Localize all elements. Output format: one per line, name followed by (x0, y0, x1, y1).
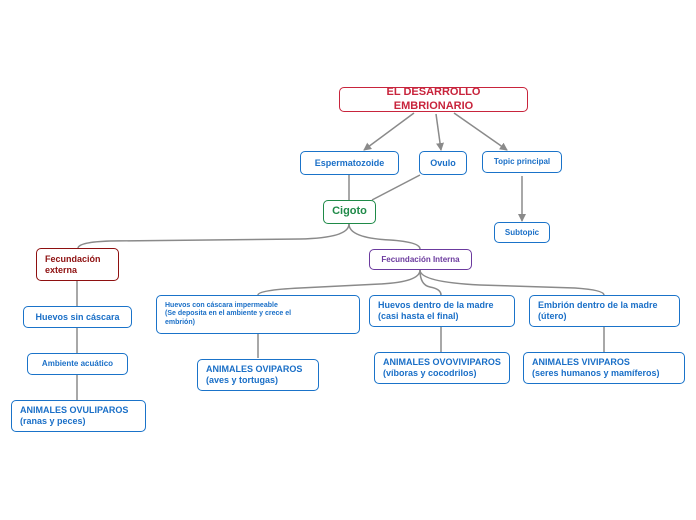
node-animales-viviparos[interactable]: ANIMALES VIVIPAROS (seres humanos y mamí… (523, 352, 685, 384)
node-huevos-dentro-madre[interactable]: Huevos dentro de la madre (casi hasta el… (369, 295, 515, 327)
root-topic[interactable]: EL DESARROLLO EMBRIONARIO (339, 86, 528, 112)
node-huevos-cascara-impermeable[interactable]: Huevos con cáscara impermeable (Se depos… (156, 295, 360, 334)
node-fecundacion-externa[interactable]: Fecundación externa (36, 248, 119, 281)
node-fecundacion-interna[interactable]: Fecundación Interna (369, 249, 472, 270)
node-animales-ovoviviparos[interactable]: ANIMALES OVOVIVIPAROS (víboras y cocodri… (374, 352, 510, 384)
node-espermatozoide[interactable]: Espermatozoide (300, 151, 399, 175)
arrow-root-ovulo (435, 113, 444, 151)
line-cigoto-fecundacion-externa (77, 223, 350, 249)
node-ovulo[interactable]: Ovulo (419, 151, 467, 175)
node-subtopic[interactable]: Subtopic (494, 222, 550, 243)
node-animales-ovuliparos[interactable]: ANIMALES OVULIPAROS (ranas y peces) (11, 400, 146, 432)
node-topic-principal[interactable]: Topic principal (482, 151, 562, 173)
line-ovulo-cigoto (371, 174, 421, 201)
node-animales-oviparos[interactable]: ANIMALES OVIPAROS (aves y tortugas) (197, 359, 319, 391)
line-interna-huevos-dentro (419, 269, 442, 296)
line-interna-huevos-cascara (257, 269, 421, 296)
arrow-root-espermatozoide (363, 112, 415, 151)
node-huevos-sin-cascara[interactable]: Huevos sin cáscara (23, 306, 132, 328)
arrow-root-topic (453, 112, 508, 151)
node-cigoto[interactable]: Cigoto (323, 200, 376, 224)
node-embrion-dentro-madre[interactable]: Embrión dentro de la madre (útero) (529, 295, 680, 327)
node-ambiente-acuatico[interactable]: Ambiente acuático (27, 353, 128, 375)
line-interna-embrion-dentro (419, 269, 605, 296)
line-cigoto-fecundacion-interna (348, 223, 421, 250)
